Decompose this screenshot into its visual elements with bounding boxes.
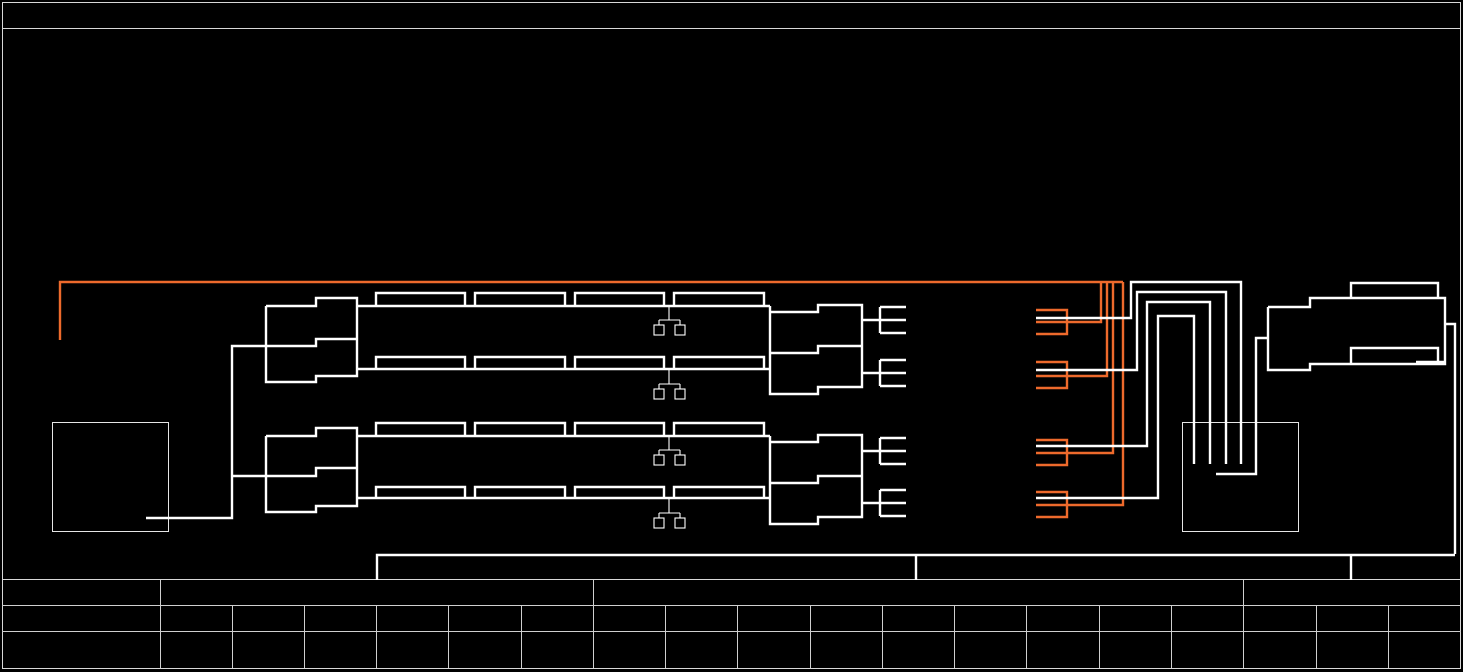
node-symbol (653, 369, 686, 400)
node-symbols (653, 306, 686, 529)
title-block-table (2, 580, 1461, 668)
main-wiring (146, 280, 1457, 580)
highlight-wiring (58, 280, 1125, 519)
node-symbol (653, 436, 686, 466)
table-cell-dividers (232, 605, 1389, 668)
node-symbol (653, 498, 686, 529)
node-symbol (653, 306, 686, 336)
source-panel-box (52, 422, 169, 532)
